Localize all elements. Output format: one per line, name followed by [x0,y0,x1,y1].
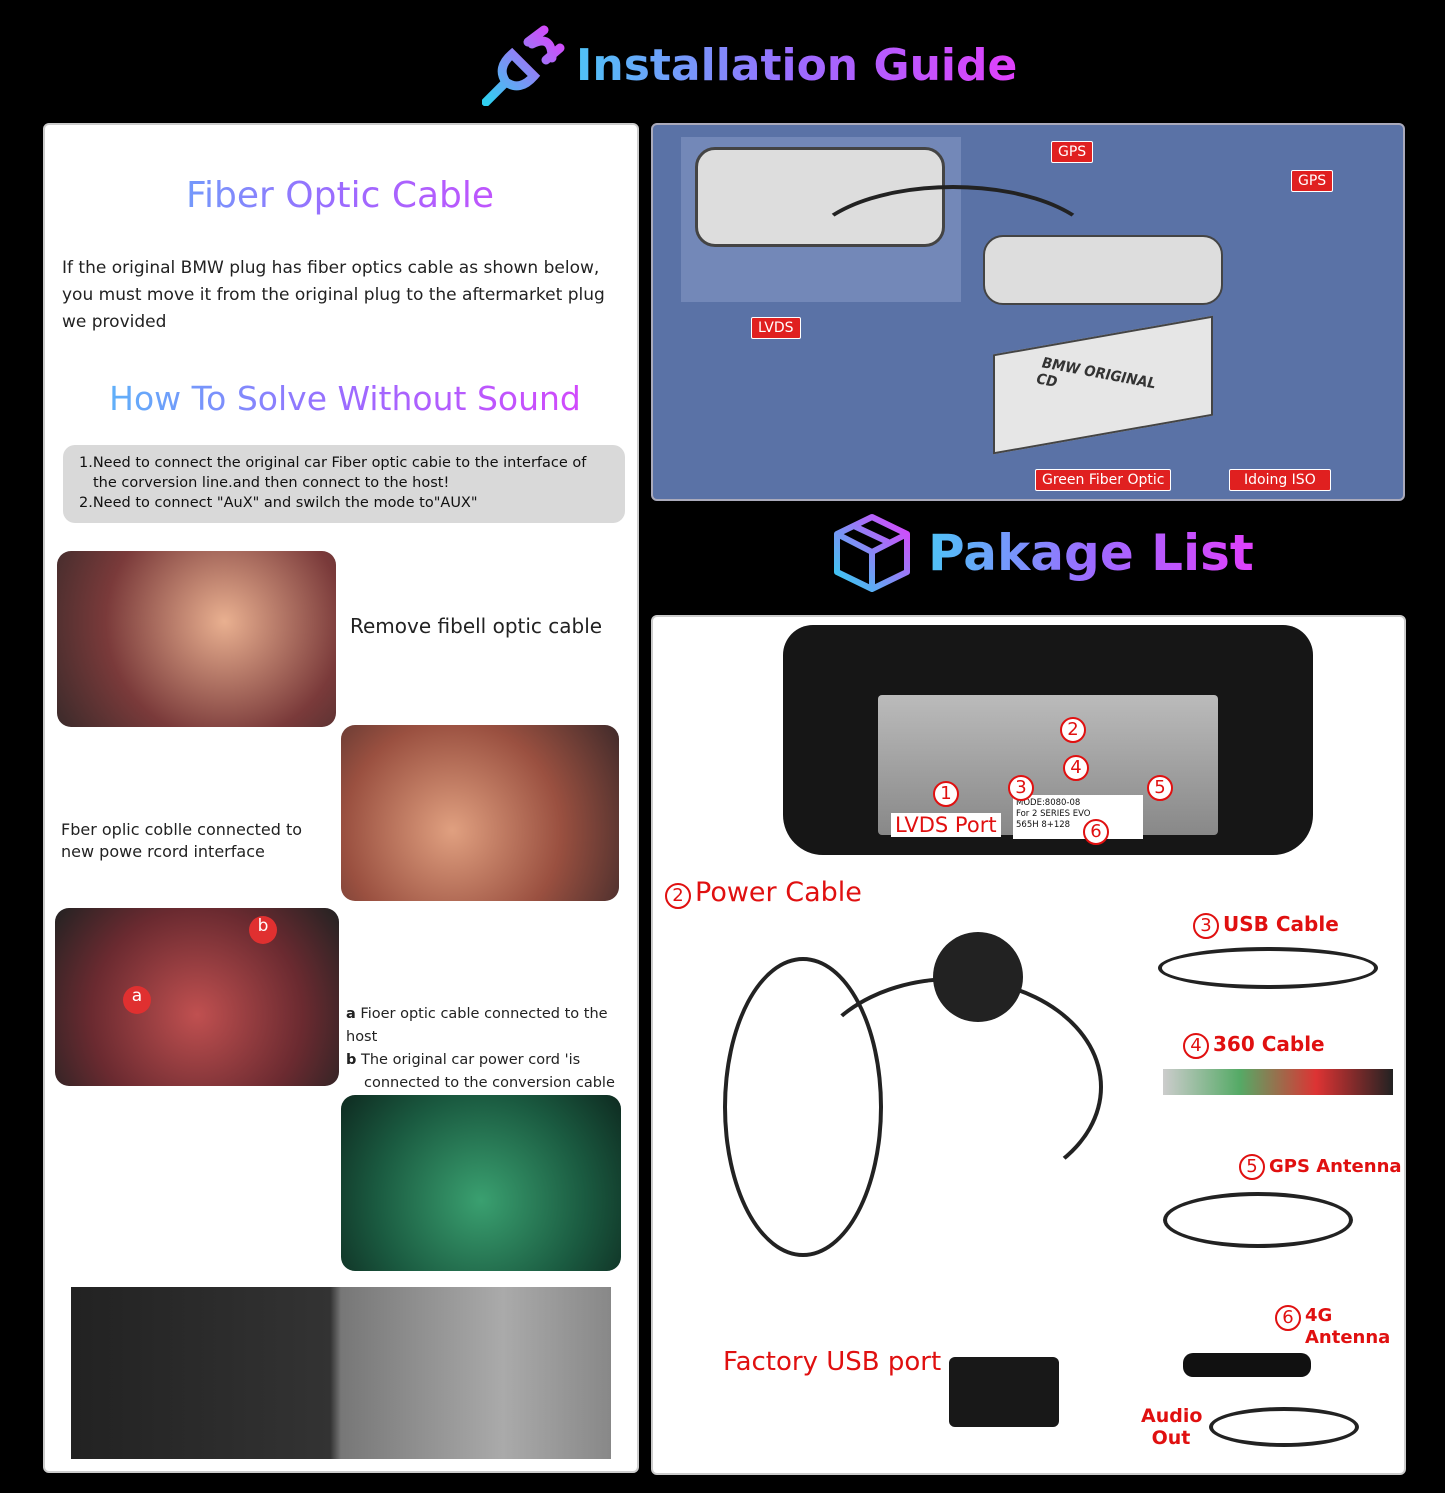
sound-title: How To Solve Without Sound [45,379,645,418]
photo-remove-cable [57,551,336,727]
port-6: 6 [1083,819,1109,845]
photo-green-wire [341,1095,621,1271]
fiber-text: If the original BMW plug has fiber optic… [62,258,605,332]
port-2: 2 [1060,717,1086,743]
box-icon [832,512,912,592]
port-1: 1 [933,781,959,807]
marker-b: b [249,916,277,944]
cd-unit-label: BMW ORIGINAL CD [1033,355,1159,393]
head-unit: MODE:8080-08 For 2 SERIES EVO 565H 8+128… [783,625,1313,855]
package-title: Pakage List [928,524,1254,582]
step2-text: Fber oplic coblle connected to new powe … [61,820,303,861]
plug-icon [481,24,566,107]
label-lvds: LVDS [751,317,801,339]
lvds-port-label: LVDS Port [891,813,1001,837]
port-5: 5 [1147,775,1173,801]
note-a-mark: a [346,1006,356,1022]
package-panel: MODE:8080-08 For 2 SERIES EVO 565H 8+128… [651,615,1406,1475]
installation-diagram: BMW ORIGINAL CD GPS GPS LVDS Green Fiber… [651,123,1405,501]
photo-host-connection: a b [55,908,339,1086]
label-gps-1: GPS [1051,141,1094,163]
fiber-title: Fiber Optic Cable [45,175,635,216]
label-gps-2: GPS [1291,170,1334,192]
port-3: 3 [1008,775,1034,801]
note-b-mark: b [346,1052,357,1068]
note-a: Fioer optic cable connected to the host [346,1006,608,1045]
cd-unit: BMW ORIGINAL CD [993,315,1213,455]
label-green-fiber: Green Fiber Optic [1035,469,1172,491]
factory-usb-label: Factory USB port [723,1347,942,1377]
marker-a: a [123,986,151,1014]
audio-out-label: Audio Out [1141,1405,1203,1449]
sound-step: 1.Need to connect the original car Fiber… [79,455,587,491]
page-title: Installation Guide [576,40,1018,91]
notes: a Fioer optic cable connected to the hos… [346,1003,636,1095]
fiber-panel: Fiber Optic Cable If the original BMW pl… [43,123,639,1473]
sound-step: 2.Need to connect "AuX" and swilch the m… [79,495,478,511]
note-b: The original car power cord 'is connecte… [361,1052,615,1091]
factory-usb-photo [949,1357,1059,1427]
port-4: 4 [1063,755,1089,781]
photo-usb-route [71,1287,611,1459]
sound-steps-box: 1.Need to connect the original car Fiber… [63,445,625,523]
label-iso: Idoing ISO [1229,469,1331,491]
power-cable-photo [683,917,1123,1257]
step1-text: Remove fibell optic cable [350,614,603,638]
photo-new-interface [341,725,619,901]
unit-label: MODE:8080-08 For 2 SERIES EVO 565H 8+128 [1013,795,1143,839]
